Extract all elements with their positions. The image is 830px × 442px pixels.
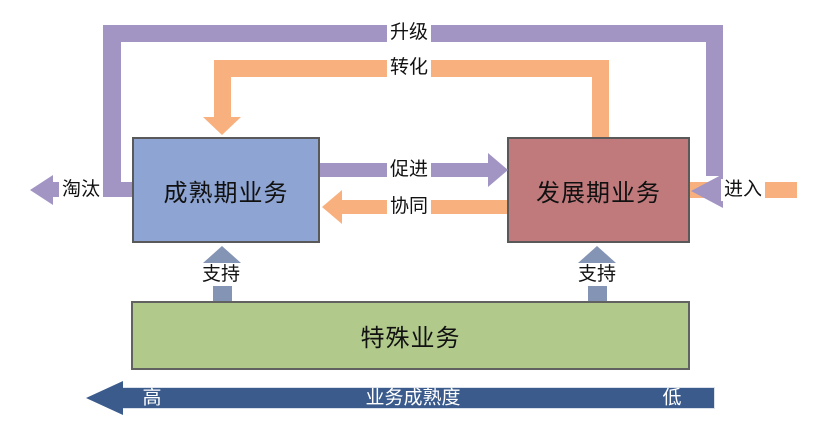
- special-business-label: 特殊业务: [360, 325, 461, 352]
- upgrade-arrow-left-segment: [103, 25, 121, 197]
- mature-business-box: 成熟期业务: [132, 137, 320, 243]
- eliminate-label: 淘汰: [58, 179, 104, 201]
- eliminate-arrowhead: [30, 175, 53, 205]
- transform-arrow-left-segment: [214, 60, 231, 118]
- synergy-label: 协同: [386, 196, 432, 218]
- promote-arrowhead: [488, 153, 508, 187]
- special-business-box: 特殊业务: [131, 301, 690, 370]
- support-left-arrowhead: [203, 246, 241, 263]
- transform-arrow-right-segment: [592, 60, 609, 138]
- axis-label-high: 高: [142, 387, 162, 409]
- support-left-label: 支持: [201, 264, 241, 286]
- enter-label: 进入: [720, 179, 766, 201]
- synergy-arrowhead: [322, 190, 342, 224]
- axis-label-low: 低: [662, 387, 682, 409]
- transform-arrowhead: [203, 117, 241, 135]
- mature-business-label: 成熟期业务: [163, 179, 289, 207]
- support-right-label: 支持: [577, 264, 617, 286]
- support-right-arrowhead: [578, 246, 616, 263]
- support-right-stem: [588, 286, 607, 303]
- transform-label: 转化: [386, 57, 432, 79]
- support-left-stem: [213, 286, 232, 303]
- upgrade-arrowhead: [691, 174, 723, 208]
- axis-label-center: 业务成熟度: [365, 387, 461, 409]
- upgrade-label: 升级: [386, 22, 432, 44]
- promote-label: 促进: [386, 159, 432, 181]
- upgrade-arrow-right-segment: [706, 25, 723, 176]
- maturity-axis-arrowhead: [86, 381, 123, 415]
- develop-business-label: 发展期业务: [536, 179, 661, 207]
- develop-business-box: 发展期业务: [507, 137, 690, 243]
